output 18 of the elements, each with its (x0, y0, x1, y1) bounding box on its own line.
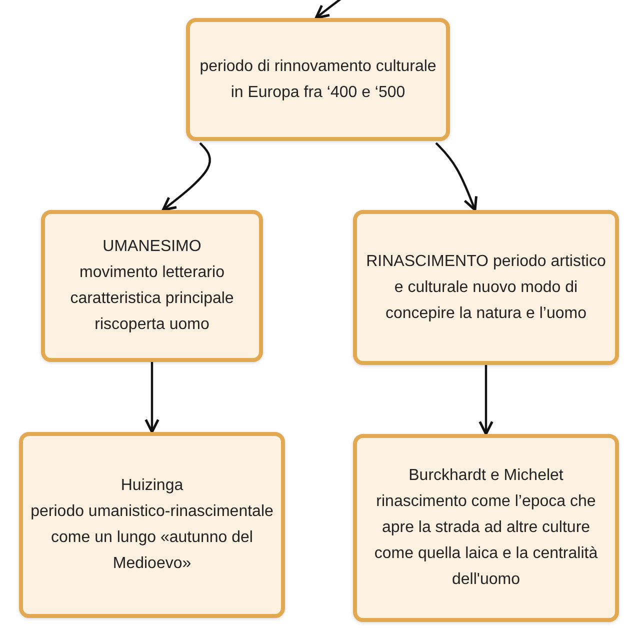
box-heading: Huizinga (120, 476, 184, 496)
box-text: periodo di rinnovamento culturale in Europa fra ‘400 e ‘500 (198, 56, 438, 102)
box-text: movimento letterario caratteristica principale riscoperta uomo (69, 263, 235, 335)
concept-box (41, 210, 263, 362)
box-text: RINASCIMENTO periodo artistico e culturale nuovo modo di concepire la natura e l’uomo (365, 252, 607, 324)
box-heading: Burckhardt e Michelet (408, 466, 564, 486)
concept-box (353, 434, 619, 622)
concept-box (353, 210, 619, 365)
box-heading: UMANESIMO (102, 237, 202, 257)
box-text: rinascimento come l’epoca che apre la strada ad altre culture come quella laica e la centralità dell'uomo (373, 492, 599, 590)
concept-box (186, 18, 450, 141)
arrow (478, 365, 494, 436)
arrow (435, 142, 478, 212)
concept-box (19, 432, 285, 618)
arrow (144, 362, 160, 434)
arrow (314, 0, 343, 20)
arrow (162, 142, 211, 212)
box-text: periodo umanistico-rinascimentale come un lungo «autunno del Medioevo» (30, 502, 274, 574)
